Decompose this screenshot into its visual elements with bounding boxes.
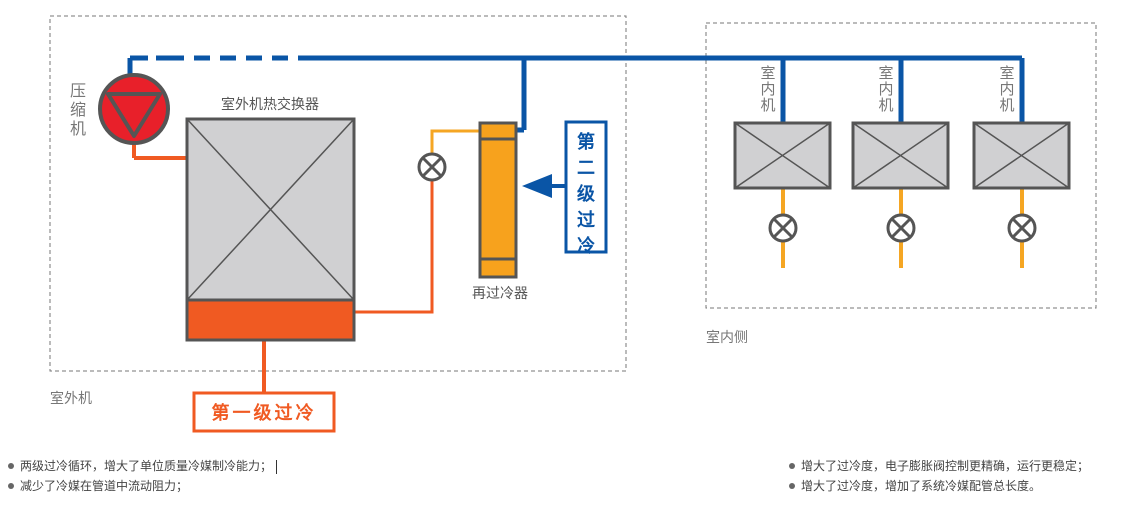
bullet-list-right: 增大了过冷度，电子膨胀阀控制更精确，运行更稳定； 增大了过冷度，增加了系统冷媒配…: [789, 456, 1089, 496]
first-stage-label: 第一级过冷: [212, 402, 317, 424]
subcooler-label: 再过冷器: [472, 286, 528, 302]
compressor-icon: [98, 73, 170, 145]
bullet-dot: [789, 462, 795, 469]
subcooler: [478, 121, 518, 279]
outdoor-heat-exchanger: [185, 117, 356, 342]
first-stage-box: [192, 391, 336, 433]
bullet-item: 增大了过冷度，电子膨胀阀控制更精确，运行更稳定；: [789, 456, 1089, 476]
expansion-valve-icon: [1007, 213, 1037, 243]
second-stage-box: [564, 120, 608, 254]
bullet-dot: [8, 482, 14, 489]
indoor-side-boundary: [705, 22, 1097, 309]
indoor-unit-2-label: 室内机: [878, 64, 893, 114]
blue-refrigerant-line: [127, 55, 1025, 133]
indoor-unit-2: [851, 121, 950, 190]
text-cursor: [276, 459, 278, 474]
indoor-unit-1: [733, 121, 832, 190]
indoor-unit-3: [972, 121, 1071, 190]
outdoor-unit-label: 室外机: [50, 390, 92, 407]
arrow-left-icon: [522, 174, 566, 198]
expansion-valve-icon: [417, 152, 447, 182]
indoor-unit-1-label: 室内机: [760, 64, 775, 114]
indoor-side-label: 室内侧: [706, 329, 748, 346]
bullet-item: 两级过冷循环，增大了单位质量冷媒制冷能力；: [8, 456, 278, 476]
indoor-unit-3-label: 室内机: [999, 64, 1014, 114]
bullet-item: 增大了过冷度，增加了系统冷媒配管总长度。: [789, 476, 1089, 496]
bullet-list-left: 两级过冷循环，增大了单位质量冷媒制冷能力； 减少了冷媒在管道中流动阻力；: [8, 456, 278, 496]
expansion-valve-icon: [768, 213, 798, 243]
red-refrigerant-line: [132, 129, 1024, 393]
second-stage-label: 第二级过冷: [577, 131, 596, 257]
bullet-dot: [789, 482, 795, 489]
outdoor-unit-boundary: [49, 15, 627, 372]
compressor-label: 压缩机: [70, 81, 86, 138]
bullet-dot: [8, 462, 14, 469]
outdoor-hx-label: 室外机热交换器: [221, 96, 319, 113]
bullet-item: 减少了冷媒在管道中流动阻力；: [8, 476, 277, 496]
expansion-valve-icon: [886, 213, 916, 243]
